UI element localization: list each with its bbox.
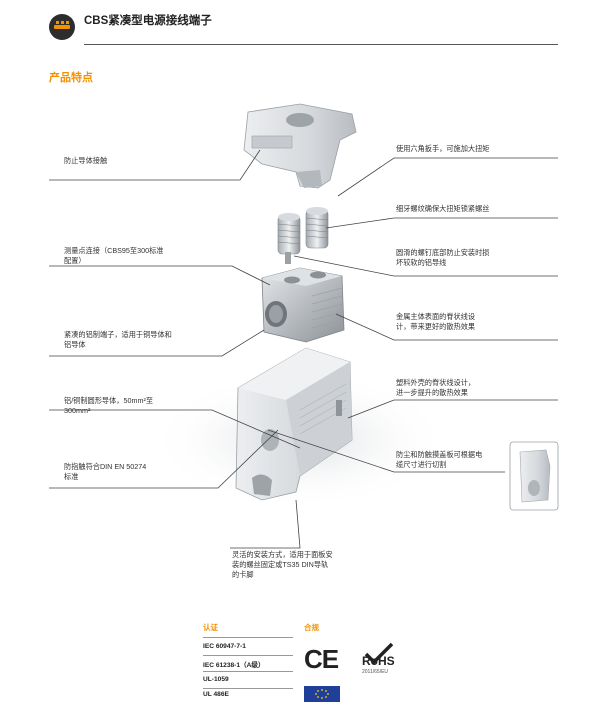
feature-label-right-5: 塑料外壳的脊状线设计，进一步提升的散热效果	[396, 378, 476, 397]
cover-part	[243, 103, 357, 189]
screws-part	[277, 207, 329, 264]
feature-label-right-2: 细牙螺纹确保大扭矩锁紧螺丝	[396, 204, 490, 213]
standard-item: IEC 61238-1（A级）	[203, 662, 265, 669]
cert-heading: 认证	[203, 623, 218, 632]
table-rule	[203, 671, 293, 672]
leader-line	[337, 157, 558, 197]
leader-line	[49, 265, 271, 286]
standard-item: UL 486E	[203, 691, 229, 698]
leader-line	[267, 429, 505, 473]
feature-label-right-1: 使用六角扳手，可施加大扭矩	[396, 144, 490, 153]
leader-line	[49, 429, 279, 489]
compliance-heading: 合规	[304, 623, 319, 632]
leader-line	[49, 409, 301, 449]
feature-label-right-6: 防尘和防触摸盖板可根据电缆尺寸进行切割	[396, 450, 483, 469]
feature-label-bottom: 灵活的安装方式，适用于面板安 装的螺丝固定或TS35 DIN导轨 的卡脚	[232, 550, 333, 579]
feature-label-right-4: 金属主体表面的脊状线设计，带来更好的散热效果	[396, 312, 476, 331]
feature-label-left-2: 测量点连接（CBS95至300标准配置）	[64, 246, 164, 265]
brand-logo	[49, 14, 75, 40]
leader-line	[230, 499, 301, 549]
section-title: 产品特点	[49, 72, 93, 84]
feature-label-left-1: 防止导体接触	[64, 156, 108, 165]
header-divider	[84, 44, 558, 45]
feature-label-left-3: 紧凑的铝制端子，适用于铜导体和铝导体	[64, 330, 172, 349]
leader-line	[347, 399, 558, 419]
table-rule	[203, 655, 293, 656]
leader-line	[325, 217, 558, 229]
aluminium-body-part	[261, 267, 345, 343]
rohs-check-icon	[364, 642, 394, 665]
page-title: CBS紧凑型电源接线端子	[84, 15, 212, 27]
ce-mark: CE	[304, 644, 339, 674]
plastic-housing-part	[235, 347, 353, 501]
standard-item: UL-1059	[203, 676, 229, 683]
leader-line	[49, 149, 261, 181]
leader-line	[293, 255, 558, 277]
table-rule	[203, 637, 293, 638]
cover-detail-inset	[509, 441, 559, 511]
table-rule	[203, 688, 293, 689]
eu-flag-icon	[304, 686, 340, 702]
feature-label-right-3: 圆滑的螺钉底部防止安装时损坏较软的铝导线	[396, 248, 490, 267]
rohs-mark: RoHS 2011/65/EU	[360, 642, 404, 678]
leader-line	[49, 329, 265, 357]
leader-line	[335, 313, 558, 341]
standard-item: IEC 60947-7-1	[203, 643, 246, 650]
